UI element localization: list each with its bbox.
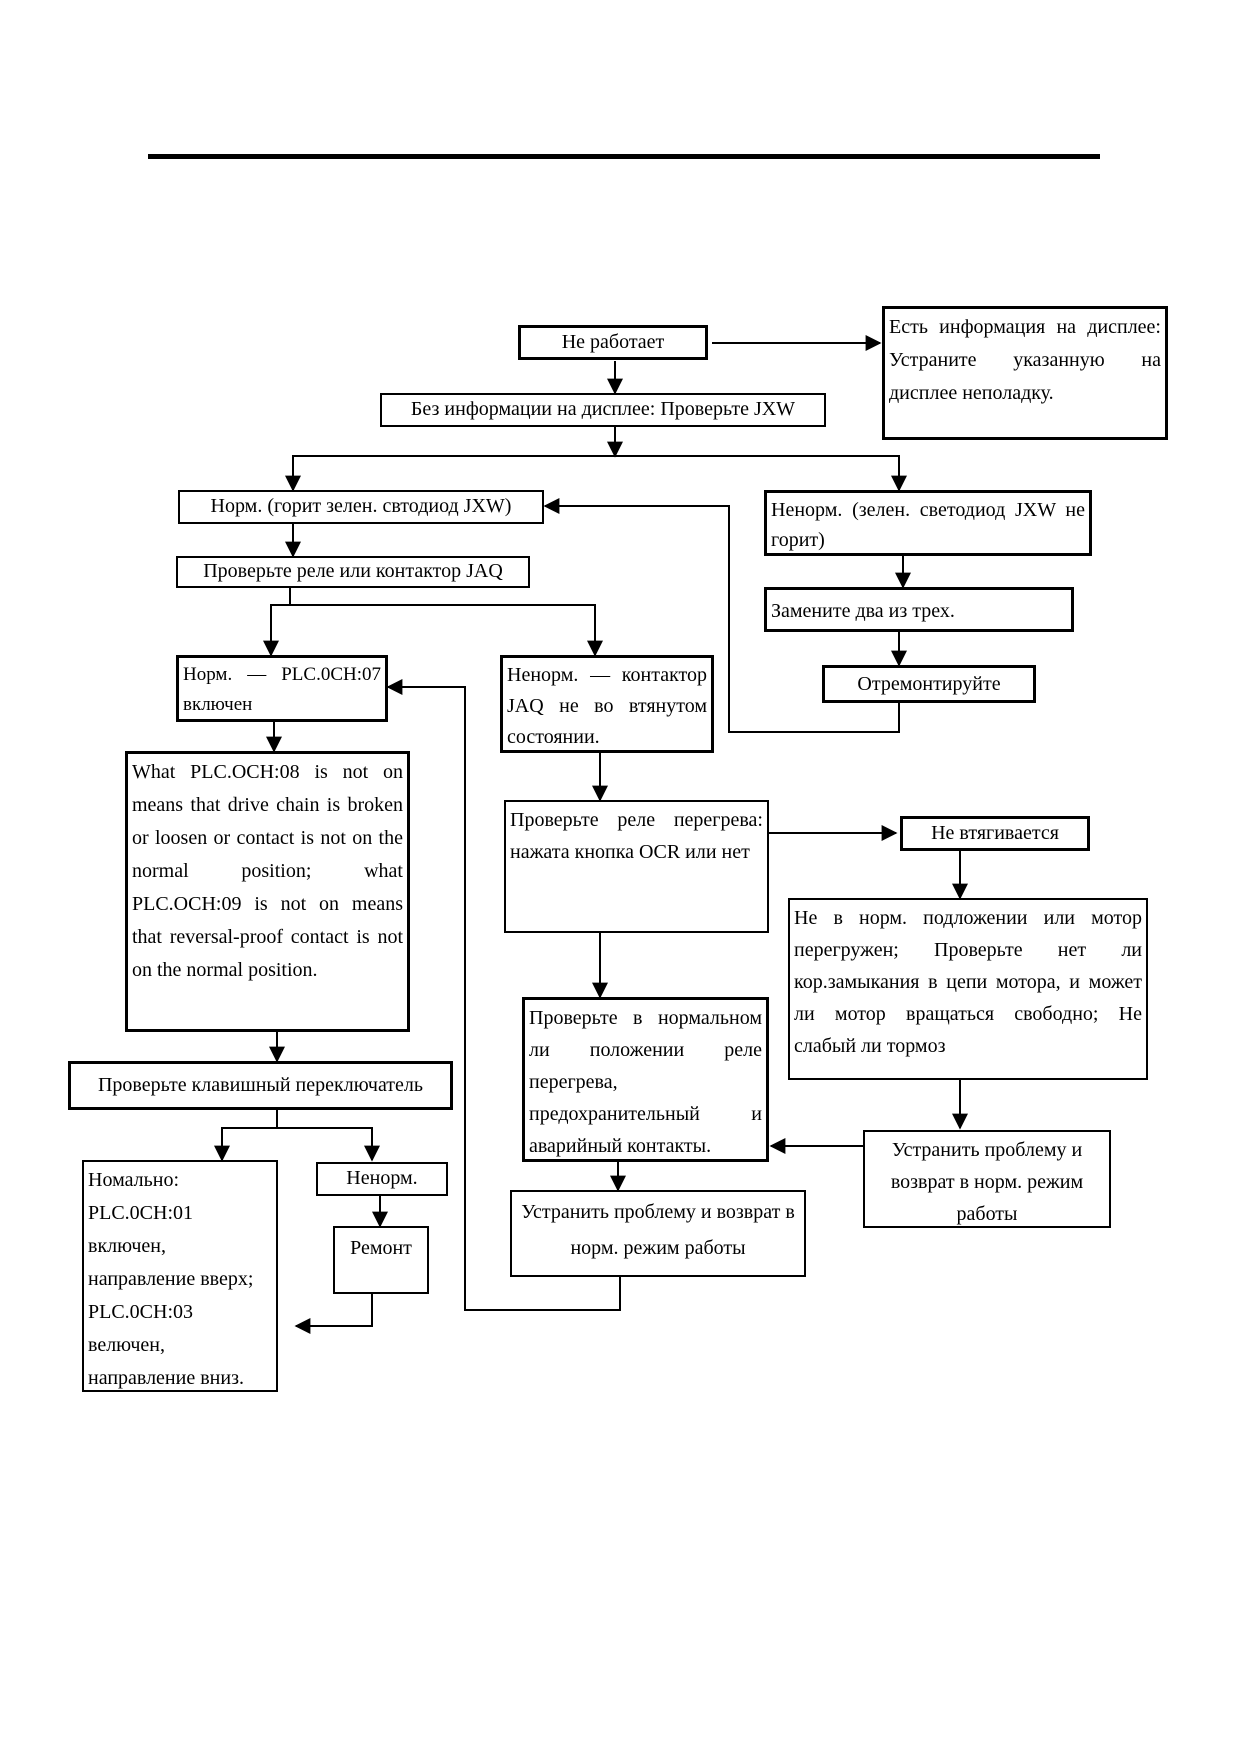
connector — [543, 498, 900, 733]
node-not-pulling: Не втягивается — [900, 816, 1090, 851]
node-check-contacts: Проверьте в нормальном ли положении реле… — [522, 997, 769, 1162]
node-replace-two: Замените два из трех. — [764, 587, 1074, 632]
node-not-working: Не работает — [518, 325, 708, 360]
node-repair-top: Отремонтируйте — [822, 665, 1036, 703]
node-no-display-info: Без информации на дисплее: Проверьте JXW — [380, 393, 826, 427]
node-check-key-switch: Проверьте клавишный переключатель — [68, 1061, 453, 1110]
node-repair: Ремонт — [333, 1226, 429, 1294]
node-fix-center: Устранить проблему и возврат в норм. реж… — [510, 1190, 806, 1277]
node-fix-right: Устранить проблему и возврат в норм. реж… — [863, 1130, 1111, 1228]
connector — [270, 604, 603, 657]
node-display-info: Есть информация на дисплее: Устраните ук… — [882, 306, 1168, 440]
node-abnorm-short: Ненорм. — [316, 1162, 448, 1196]
connector — [292, 455, 907, 492]
connector — [386, 679, 621, 1311]
node-norm-green: Норм. (горит зелен. свтодиод JXW) — [178, 490, 544, 524]
header-rule — [148, 154, 1100, 159]
node-plc-note: What PLC.OCH:08 is not on means that dri… — [125, 751, 410, 1032]
node-check-jaq: Проверьте реле или контактор JAQ — [176, 556, 530, 588]
node-norm-plc07: Норм. — PLC.0CH:07 включен — [176, 655, 388, 722]
node-abnorm-jaq: Ненорм. — контактор JAQ не во втянутом с… — [500, 655, 714, 753]
node-check-ocr: Проверьте реле перегрева: нажата кнопка … — [504, 800, 769, 933]
node-motor-check: Не в норм. подложении или мотор перегруж… — [788, 898, 1148, 1080]
node-abnorm-green: Ненорм. (зелен. светодиод JXW не горит) — [764, 490, 1092, 556]
connector — [221, 1127, 380, 1162]
connector — [294, 1294, 373, 1334]
node-normal-plc: Номально: PLC.0CH:01 включен, направлени… — [82, 1160, 278, 1392]
